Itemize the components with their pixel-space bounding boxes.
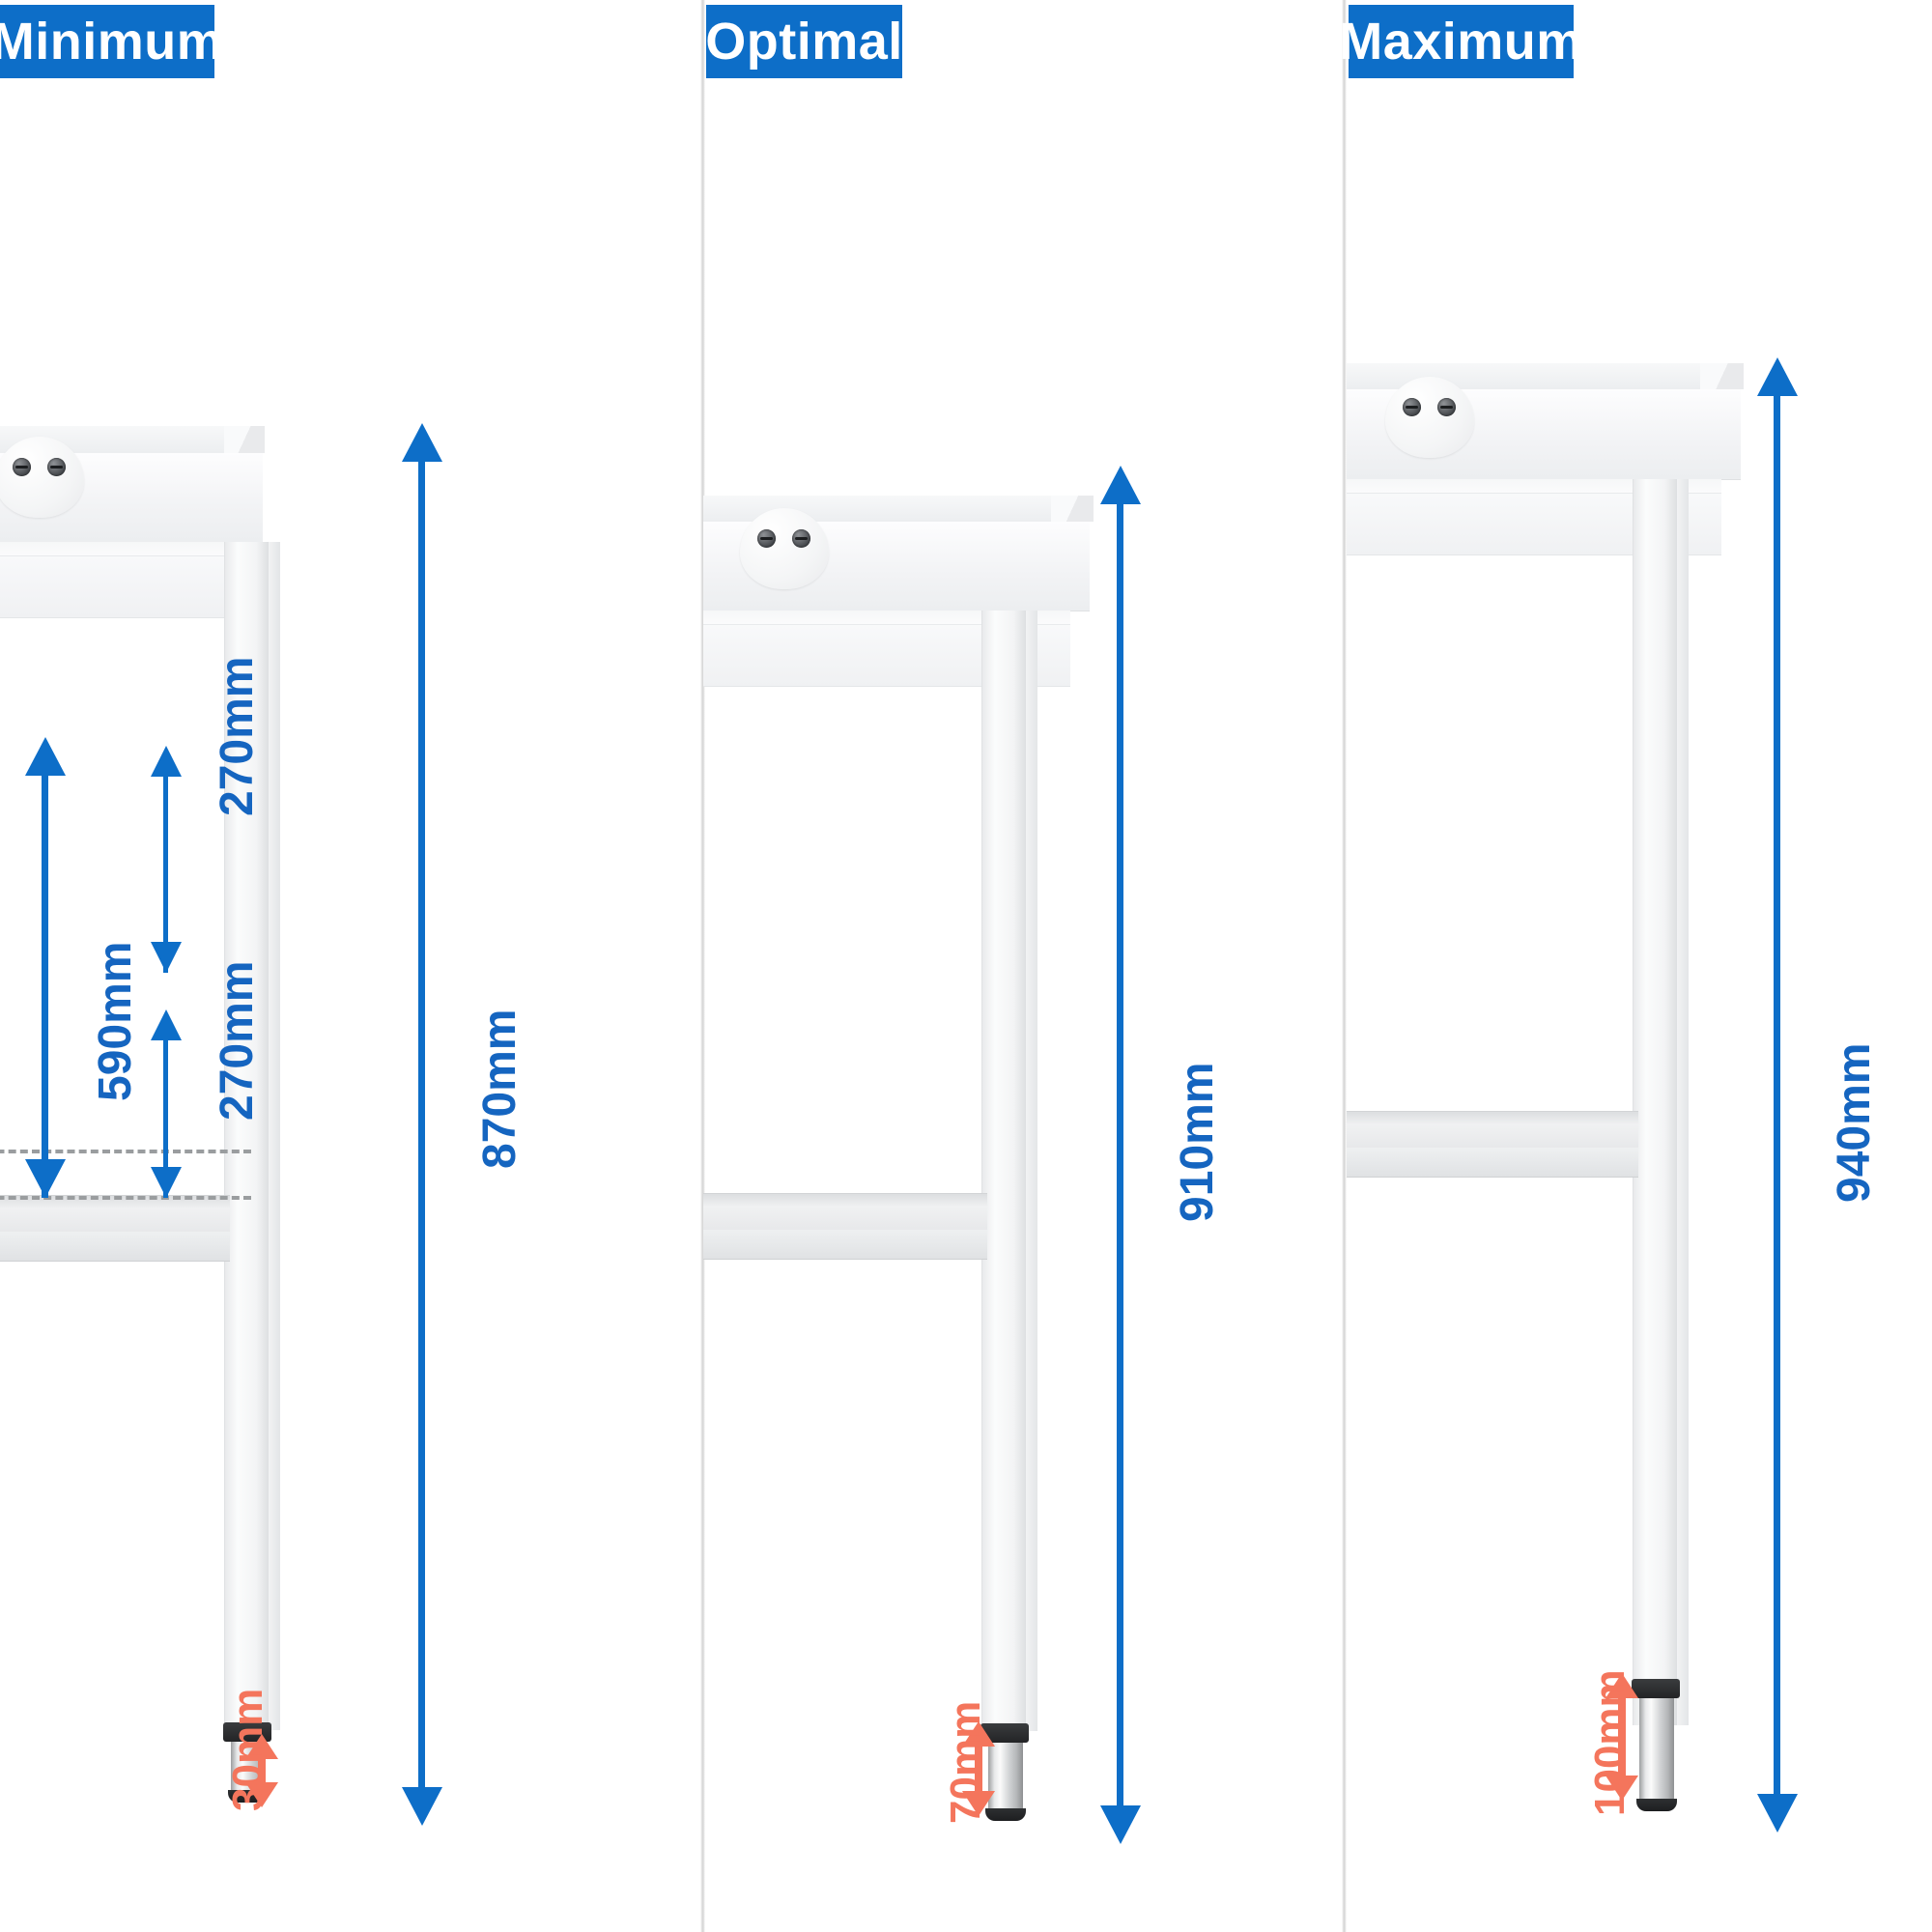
arrow-down-icon [1100,1805,1141,1844]
screw-head-icon [1403,398,1421,416]
dimension-label-clearance: 590mm [90,941,141,1101]
lower-shelf-edge [1347,1148,1638,1178]
arrow-down-icon [402,1787,442,1826]
arrow-up-icon [245,1734,278,1759]
arrow-up-icon [1757,357,1798,396]
table-leg-right [1633,479,1679,1725]
arrow-down-icon [962,1791,995,1816]
foot-base [985,1808,1026,1821]
table-leg-right-side [1026,611,1037,1731]
dimension-label-lower-segment: 270mm [212,960,263,1121]
dimension-label-total-height: 870mm [474,1009,526,1169]
dimension-line-total [1117,501,1123,1810]
arrow-up-icon [962,1721,995,1747]
screw-head-icon [13,458,31,476]
dimension-line-270-lower [163,1038,168,1198]
dimension-label-upper-segment: 270mm [212,656,263,816]
table-apron-highlight [0,542,242,556]
lower-shelf [1347,1111,1638,1149]
mounting-bracket-icon [1385,377,1474,458]
foot-extension-label: 100mm [1586,1669,1634,1816]
dimension-line-590 [42,773,48,1198]
dimension-label-total-height: 910mm [1172,1062,1223,1222]
table-top-corner [224,426,265,453]
arrow-up-icon [1605,1673,1638,1698]
arrow-down-icon [151,942,182,973]
table-leg-right-side [1677,479,1689,1725]
dimension-label-total-height: 940mm [1829,1042,1880,1203]
arrow-down-icon [151,1167,182,1198]
lower-shelf [703,1193,987,1231]
panel-badge-label: Optimal [705,13,903,71]
foot-dimension-line [975,1745,982,1793]
table-top-corner [1051,496,1094,522]
arrow-down-icon [1605,1776,1638,1801]
screw-head-icon [1437,398,1456,416]
dimension-line-270-upper [163,775,168,973]
mounting-bracket-icon [740,508,829,589]
lower-shelf [0,1195,230,1233]
screw-head-icon [757,529,776,548]
arrow-down-icon [245,1782,278,1807]
table-apron-highlight [1347,479,1721,494]
panel-divider-2 [1342,0,1347,1932]
arrow-down-icon [1757,1794,1798,1833]
foot-dimension-line [1618,1696,1626,1777]
reference-dash-upper [0,1150,251,1153]
screw-head-icon [47,458,66,476]
leg-foot-cap [1632,1679,1680,1698]
arrow-up-icon [151,1009,182,1040]
panel-badge-optimal: Optimal [705,5,903,78]
arrow-up-icon [151,746,182,777]
panel-divider-1 [700,0,705,1932]
arrow-up-icon [402,423,442,462]
arrow-down-icon [25,1159,66,1198]
panel-badge-label: Maximum [1339,13,1583,71]
mounting-bracket-icon [0,437,84,518]
foot-base [1636,1799,1677,1811]
lower-shelf-edge [703,1230,987,1260]
arrow-up-icon [1100,466,1141,504]
panel-badge-minimum: Minimum [0,5,223,78]
reference-dash-lower [0,1196,251,1200]
table-apron-highlight [703,611,1070,625]
lower-shelf-edge [0,1232,230,1262]
panel-badge-maximum: Maximum [1339,5,1582,78]
adjustable-foot [1639,1698,1674,1804]
dimension-line-total [418,459,425,1792]
foot-extension-label: 70mm [942,1700,989,1824]
screw-head-icon [792,529,810,548]
panel-badge-label: Minimum [0,13,224,71]
arrow-up-icon [25,737,66,776]
table-leg-right-side [269,542,280,1730]
foot-dimension-line [258,1757,266,1784]
table-top-corner [1700,363,1744,389]
dimension-line-total [1774,393,1780,1799]
foot-extension-label: 30mm [224,1688,271,1811]
table-leg-right [981,611,1028,1731]
